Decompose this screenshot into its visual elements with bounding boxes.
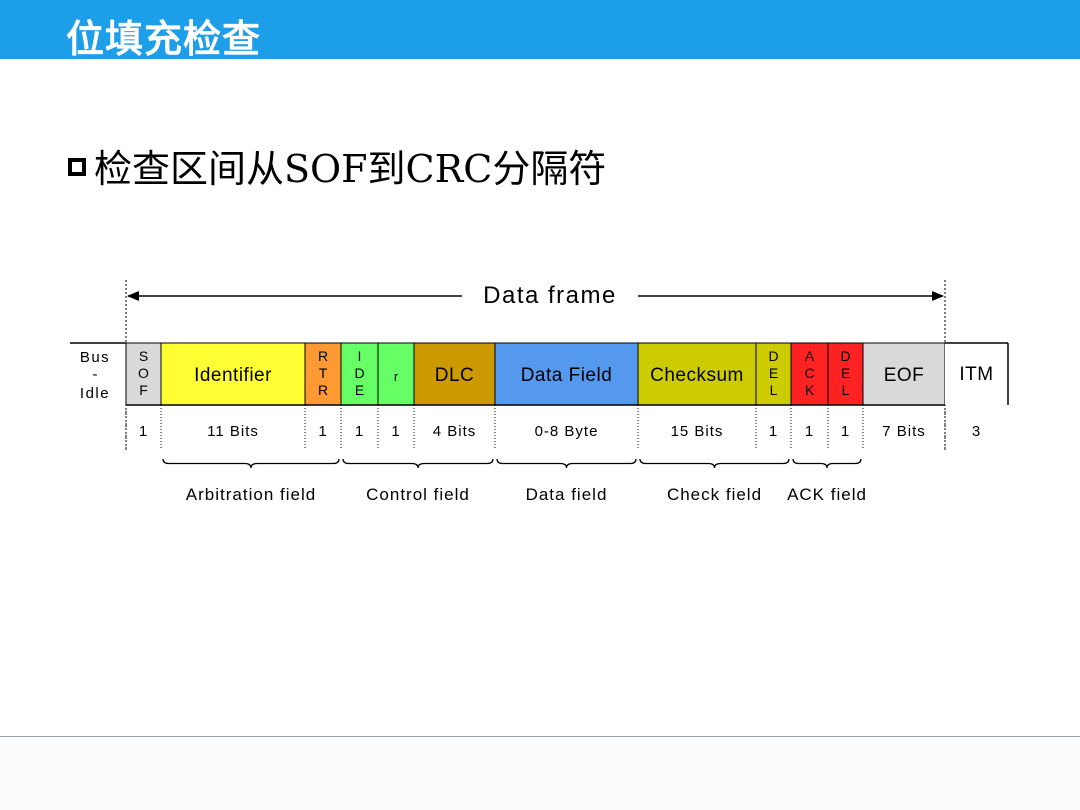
field-itm-label: ITM	[959, 364, 993, 385]
field-rtr-label-3: R	[318, 382, 328, 398]
field-sof	[125, 342, 162, 406]
field-ack-del-label-3: L	[842, 382, 850, 398]
bus-idle-line-2: -	[93, 366, 98, 383]
slide-title: 位填充检查	[66, 17, 262, 61]
field-checksum-label: Checksum	[650, 365, 744, 386]
bits-ack-del: 1	[841, 423, 850, 440]
brace-arbitration-field	[162, 458, 340, 469]
field-identifier-label: Identifier	[194, 365, 272, 386]
bits-ack: 1	[805, 423, 814, 440]
brace-check-field	[639, 458, 790, 469]
group-label-ack-field: ACK field	[787, 485, 867, 504]
bits-identifier: 11 Bits	[207, 423, 259, 440]
bits-eof: 7 Bits	[882, 423, 926, 440]
field-ack-del-label-1: D	[840, 348, 850, 364]
field-ack	[790, 342, 829, 406]
bit-counts: 1 11 Bits 1 1 1 4 Bits 0-8 Byte 15 Bits 1 1 1 7 Bit…	[125, 405, 981, 450]
group-label-arbitration-field: Arbitration field	[186, 485, 316, 504]
field-groups: Arbitration field Control field Data field…	[162, 458, 867, 504]
bits-dlc: 4 Bits	[433, 423, 477, 440]
can-frame-diagram: Data frame Bus - Idle SOFIdentifierRTRID…	[70, 280, 1009, 504]
field-crc-del-label-1: D	[768, 348, 778, 364]
field-rtr-label-2: T	[319, 365, 328, 381]
field-dlc	[413, 342, 496, 406]
bits-ide: 1	[355, 423, 364, 440]
brace-data-field	[496, 458, 637, 469]
field-identifier	[160, 342, 306, 406]
field-r	[377, 342, 415, 406]
bits-itm: 3	[972, 423, 981, 440]
field-ack-label-3: K	[805, 382, 815, 398]
field-ack-del	[827, 342, 864, 406]
field-ack-label-1: A	[805, 348, 815, 364]
field-data-field-label: Data Field	[521, 365, 613, 386]
group-label-check-field: Check field	[667, 485, 762, 504]
arrow-left-icon	[127, 291, 139, 301]
bus-idle-line-3: Idle	[80, 385, 110, 402]
field-r-label: r	[394, 369, 399, 384]
field-crc-del-label-2: E	[769, 365, 778, 381]
field-sof-label-2: O	[138, 365, 149, 381]
field-rtr-label-1: R	[318, 348, 328, 364]
bullet-point: 检查区间从SOF到CRC分隔符	[68, 140, 607, 191]
bus-idle-line-1: Bus	[80, 349, 110, 366]
bits-crc-del: 1	[769, 423, 778, 440]
bits-r: 1	[391, 423, 400, 440]
footer-band	[0, 737, 1080, 810]
field-dlc-label: DLC	[435, 365, 475, 386]
arrow-right-icon	[932, 291, 944, 301]
field-eof-label: EOF	[884, 365, 925, 386]
field-itm	[945, 343, 1008, 405]
brace-ack-field	[792, 458, 862, 469]
field-crc-del	[755, 342, 792, 406]
brace-control-field	[342, 458, 494, 469]
bits-checksum: 15 Bits	[671, 423, 724, 440]
field-rtr	[304, 342, 342, 406]
title-bar: 位填充检查	[0, 0, 1080, 61]
field-checksum	[637, 342, 757, 406]
group-label-data-field: Data field	[526, 485, 608, 504]
square-bullet-icon	[68, 158, 86, 176]
frame-label: Data frame	[483, 282, 617, 309]
field-ide-label-2: D	[354, 365, 364, 381]
field-crc-del-label-3: L	[770, 382, 778, 398]
bullet-text: 检查区间从SOF到CRC分隔符	[94, 146, 607, 191]
field-ide-label-3: E	[355, 382, 364, 398]
field-sof-label-1: S	[139, 348, 148, 364]
field-ide-label-1: I	[358, 348, 362, 364]
field-ide	[340, 342, 379, 406]
field-sof-label-3: F	[139, 382, 148, 398]
bits-rtr: 1	[318, 423, 327, 440]
field-ack-label-2: C	[804, 365, 814, 381]
bits-sof: 1	[139, 423, 148, 440]
field-ack-del-label-2: E	[841, 365, 850, 381]
group-label-control-field: Control field	[366, 485, 470, 504]
bits-data-field: 0-8 Byte	[535, 423, 599, 440]
field-eof	[862, 342, 946, 406]
footer-divider	[0, 736, 1080, 737]
